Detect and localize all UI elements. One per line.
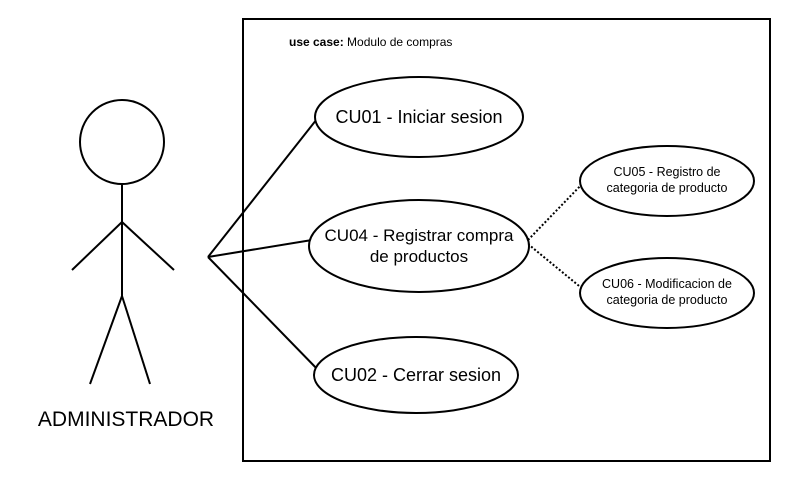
use-case-cu04-ellipse[interactable] xyxy=(308,199,530,293)
use-case-cu06-ellipse[interactable] xyxy=(579,257,755,329)
actor-left-arm xyxy=(71,221,123,271)
actor-name: ADMINISTRADOR xyxy=(37,408,215,431)
association-cu04 xyxy=(207,239,313,258)
system-boundary-title-prefix: use case: xyxy=(289,35,344,49)
system-boundary-title: use case: Modulo de compras xyxy=(289,35,452,49)
actor-head xyxy=(79,99,165,185)
system-boundary-title-text: Modulo de compras xyxy=(347,35,453,49)
association-cu01 xyxy=(207,104,329,258)
actor-right-arm xyxy=(121,221,175,271)
relation-cu04-cu06 xyxy=(527,243,585,291)
use-case-cu02-ellipse[interactable] xyxy=(313,336,519,414)
actor-right-leg xyxy=(121,295,151,385)
association-cu02 xyxy=(207,256,323,375)
relation-cu04-cu05 xyxy=(527,179,587,241)
actor-figure xyxy=(71,99,175,385)
use-case-cu01-ellipse[interactable] xyxy=(314,76,524,158)
use-case-cu05-ellipse[interactable] xyxy=(579,145,755,217)
actor-left-leg xyxy=(89,295,123,385)
